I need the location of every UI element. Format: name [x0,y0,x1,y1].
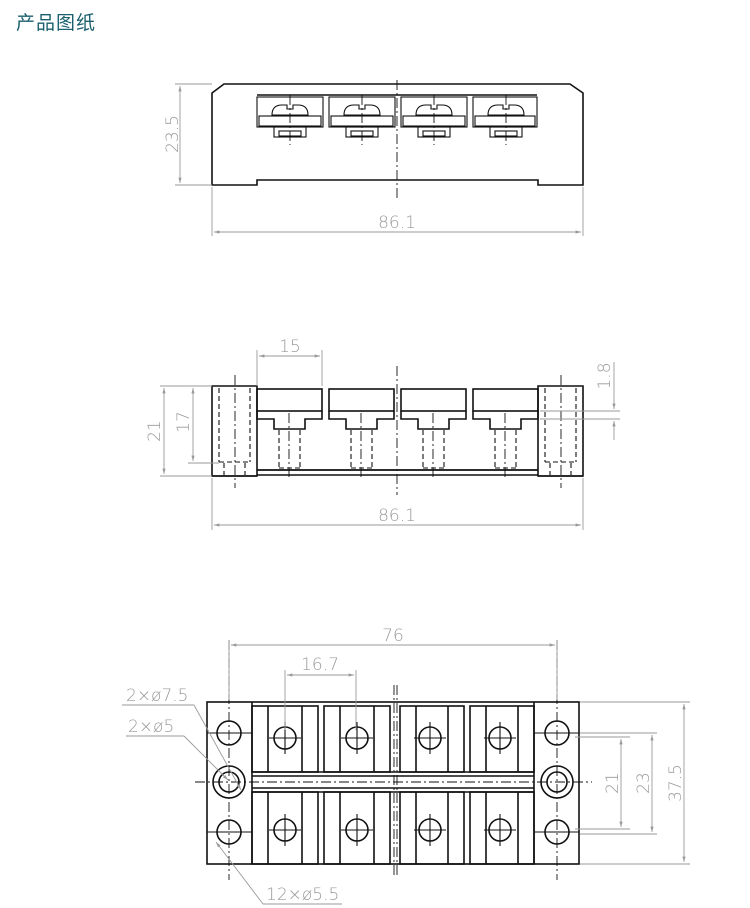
side-height-dim: 23.5 [163,115,183,153]
plan-row-spacing-outer-dim: 23 [634,772,654,794]
plan-depth-dim: 37.5 [666,764,686,802]
left-mount-holes [207,640,252,880]
page-title: 产品图纸 [16,12,97,34]
plan-view: 76 16.7 21 23 37.5 2×ø7.5 2×ø5 12×ø5.5 [122,626,690,905]
front-offset-dim: 1.8 [595,362,615,389]
side-terminals [256,95,538,145]
plan-terminal-cells [251,705,535,865]
side-view: 23.5 86.1 [163,80,584,236]
callout-counterbore: 2×ø7.5 [126,686,189,706]
side-width-dim: 86.1 [378,213,416,233]
right-mount-holes [534,640,579,880]
front-terminals [256,388,539,477]
plan-terminal-pitch-dim: 16.7 [301,655,339,675]
callout-terminal-holes: 12×ø5.5 [266,885,339,905]
front-view: 15 21 17 1.8 86.1 [145,337,620,530]
plan-row-spacing-inner-dim: 21 [603,772,623,794]
front-height-total-dim: 21 [145,420,165,442]
front-height-inner-dim: 17 [174,411,194,433]
front-width-dim: 86.1 [378,506,416,526]
front-pitch-dim: 15 [279,337,301,357]
callout-through-hole: 2×ø5 [128,717,174,737]
plan-mount-spacing-dim: 76 [382,626,404,646]
